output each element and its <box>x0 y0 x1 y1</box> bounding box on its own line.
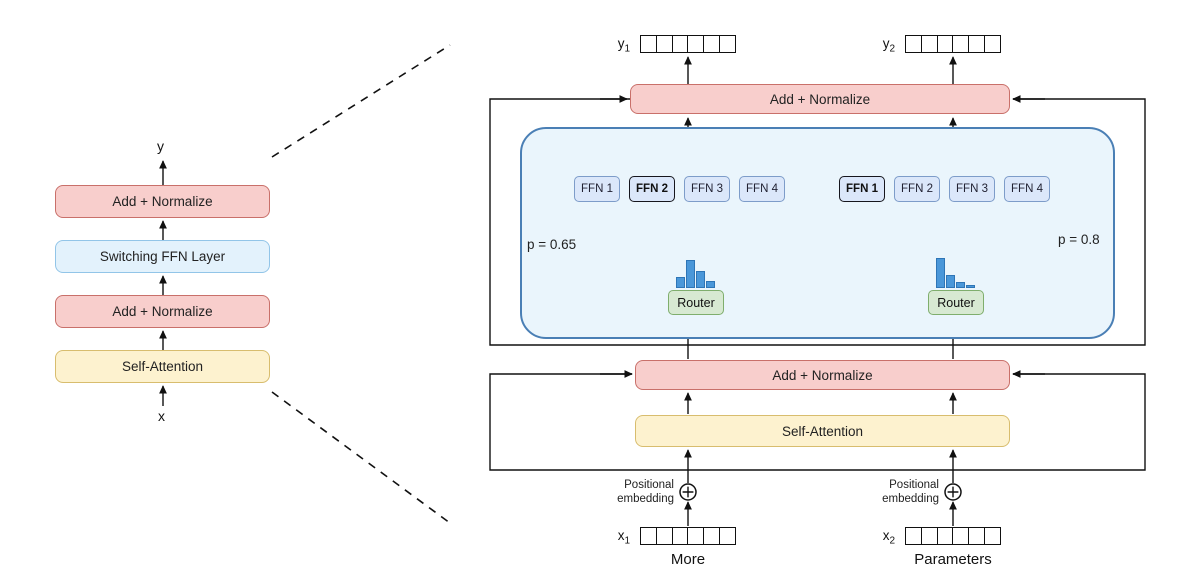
x1-label: x1 <box>617 528 630 547</box>
left-selfattention-box: Self-Attention <box>55 350 270 383</box>
zoom-connector-lines <box>271 44 451 524</box>
router-right-box: Router <box>928 290 984 315</box>
left-addnorm-bottom-box: Add + Normalize <box>55 295 270 328</box>
switching-ffn-container <box>520 127 1115 339</box>
right-selfattention-box: Self-Attention <box>635 415 1010 447</box>
x2-token-box <box>905 527 1001 545</box>
ffn-left-1: FFN 1 <box>574 176 620 202</box>
gate-probability-left: p = 0.65 <box>527 237 577 252</box>
router-left-box: Router <box>668 290 724 315</box>
router-histogram-left <box>676 260 715 288</box>
right-addnorm-top-box: Add + Normalize <box>630 84 1010 114</box>
left-switching-ffn-box: Switching FFN Layer <box>55 240 270 273</box>
residual-skip-bottom <box>489 369 1146 471</box>
output-axis-label: y <box>157 138 164 154</box>
ffn-right-1-selected: FFN 1 <box>839 176 885 202</box>
positional-add-icon-left <box>679 449 697 526</box>
right-addnorm-mid-box: Add + Normalize <box>635 360 1010 390</box>
positional-add-icon-right <box>944 449 962 526</box>
selfattn-output-arrows <box>683 392 958 414</box>
ffn-right-4: FFN 4 <box>1004 176 1050 202</box>
ffn-left-4: FFN 4 <box>739 176 785 202</box>
ffn-left-3: FFN 3 <box>684 176 730 202</box>
ffn-left-2-selected: FFN 2 <box>629 176 675 202</box>
x1-token-box <box>640 527 736 545</box>
left-addnorm-top-box: Add + Normalize <box>55 185 270 218</box>
positional-embedding-label-right: Positional embedding <box>882 479 939 505</box>
y1-token-box <box>640 35 736 53</box>
router-histogram-right <box>936 258 975 288</box>
output-arrows <box>683 56 958 84</box>
caption-more: More <box>670 551 706 568</box>
positional-embedding-label-left: Positional embedding <box>617 479 674 505</box>
ffn-right-3: FFN 3 <box>949 176 995 202</box>
caption-parameters: Parameters <box>914 551 992 568</box>
ffn-right-2: FFN 2 <box>894 176 940 202</box>
y2-token-box <box>905 35 1001 53</box>
residual-skip-top <box>489 94 1146 346</box>
y2-label: y2 <box>882 36 895 55</box>
gate-probability-right: p = 0.8 <box>1058 232 1100 247</box>
x2-label: x2 <box>882 528 895 547</box>
input-axis-label: x <box>158 408 165 424</box>
y1-label: y1 <box>617 36 630 55</box>
